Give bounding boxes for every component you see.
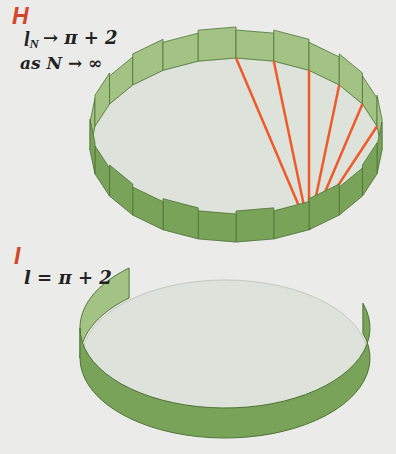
wall-segment <box>377 122 382 174</box>
length-symbol: l <box>24 28 30 50</box>
wall-segment <box>274 30 309 70</box>
limit-expression: → π + 2 <box>43 28 118 48</box>
figure-letter: H <box>12 4 29 29</box>
wall-segment <box>110 165 133 215</box>
wall-segment <box>163 199 198 239</box>
radius-line <box>309 104 362 230</box>
wall-segment <box>309 184 339 230</box>
wall-segment <box>274 202 309 239</box>
wall-segment <box>236 30 274 61</box>
wall-segment <box>309 42 339 85</box>
strip <box>80 303 370 438</box>
wall-segment <box>339 54 362 104</box>
wall-segment <box>133 39 163 85</box>
wall-segment <box>362 76 377 126</box>
wall-segment <box>95 146 110 196</box>
limit-condition: as N → ∞ <box>20 54 102 73</box>
wall-segment <box>133 187 163 230</box>
wall-segment <box>198 27 236 61</box>
radius-line <box>236 58 309 230</box>
radius-line <box>309 126 377 229</box>
wall-segment <box>163 33 198 70</box>
wall-segment <box>236 208 274 242</box>
figure-letter: I <box>14 244 20 269</box>
radius-line <box>309 85 339 230</box>
wall-segment <box>110 57 133 104</box>
wall-segment <box>339 168 362 215</box>
curved-strip-figure <box>80 268 370 438</box>
wall-segment <box>362 143 377 196</box>
polygon-strip-figure <box>90 27 382 242</box>
subscript: N <box>30 37 39 51</box>
wall-segment <box>95 73 110 126</box>
polygon-floor <box>90 58 382 242</box>
wall-segment <box>198 211 236 242</box>
wall-segment <box>90 119 95 174</box>
length-equation: l = π + 2 <box>24 268 112 288</box>
